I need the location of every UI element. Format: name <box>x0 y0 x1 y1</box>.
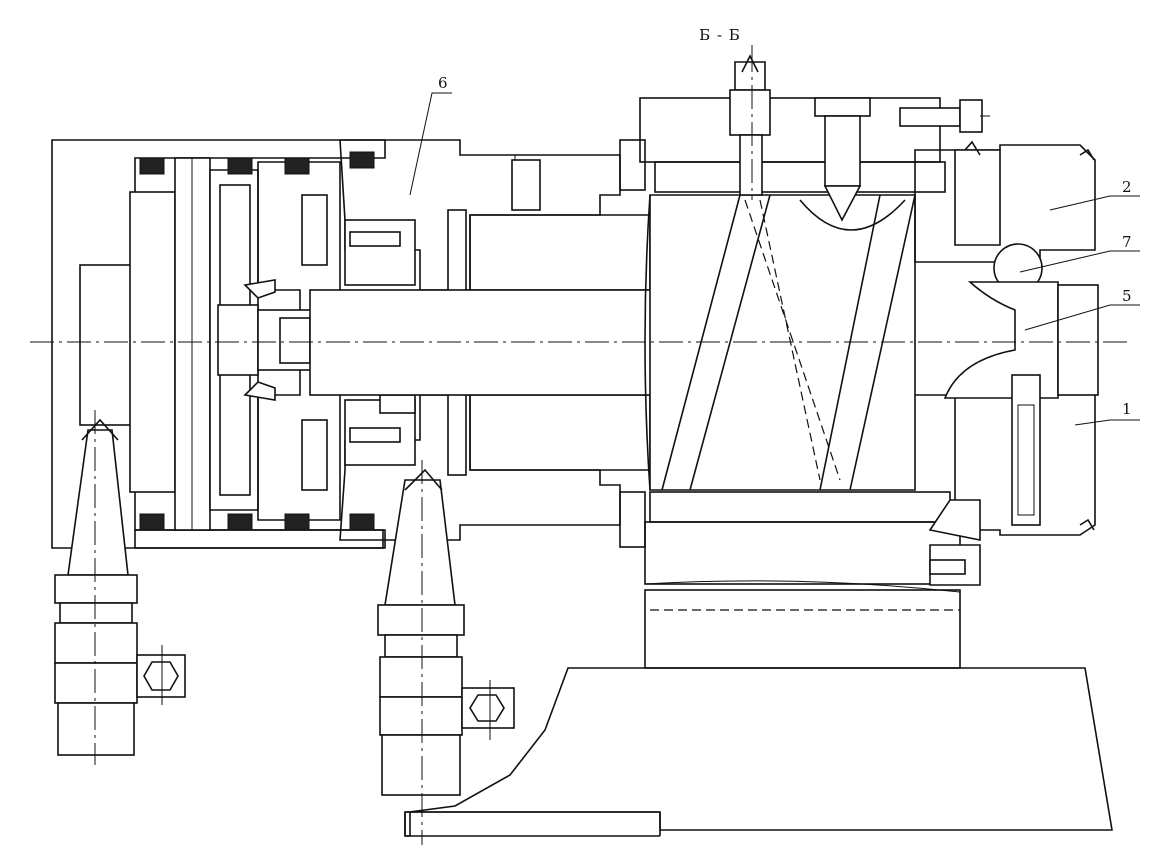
middle-housing <box>339 139 651 541</box>
upper-guide-block <box>619 45 990 222</box>
left-fitting <box>54 410 186 765</box>
section-title: Б - Б <box>699 26 741 44</box>
lower-support-block <box>644 521 981 669</box>
seals <box>139 151 375 531</box>
part-label-5: 5 <box>1122 287 1132 305</box>
lower-guide-block <box>619 491 951 548</box>
part-label-2: 2 <box>1122 178 1132 196</box>
part-label-6: 6 <box>438 74 448 92</box>
machine-base <box>404 667 1113 837</box>
leader-lines <box>409 92 1140 426</box>
part-label-7: 7 <box>1122 233 1132 251</box>
right-end-housing <box>914 140 1099 541</box>
middle-fitting <box>377 460 515 845</box>
part-label-1: 1 <box>1122 400 1132 418</box>
